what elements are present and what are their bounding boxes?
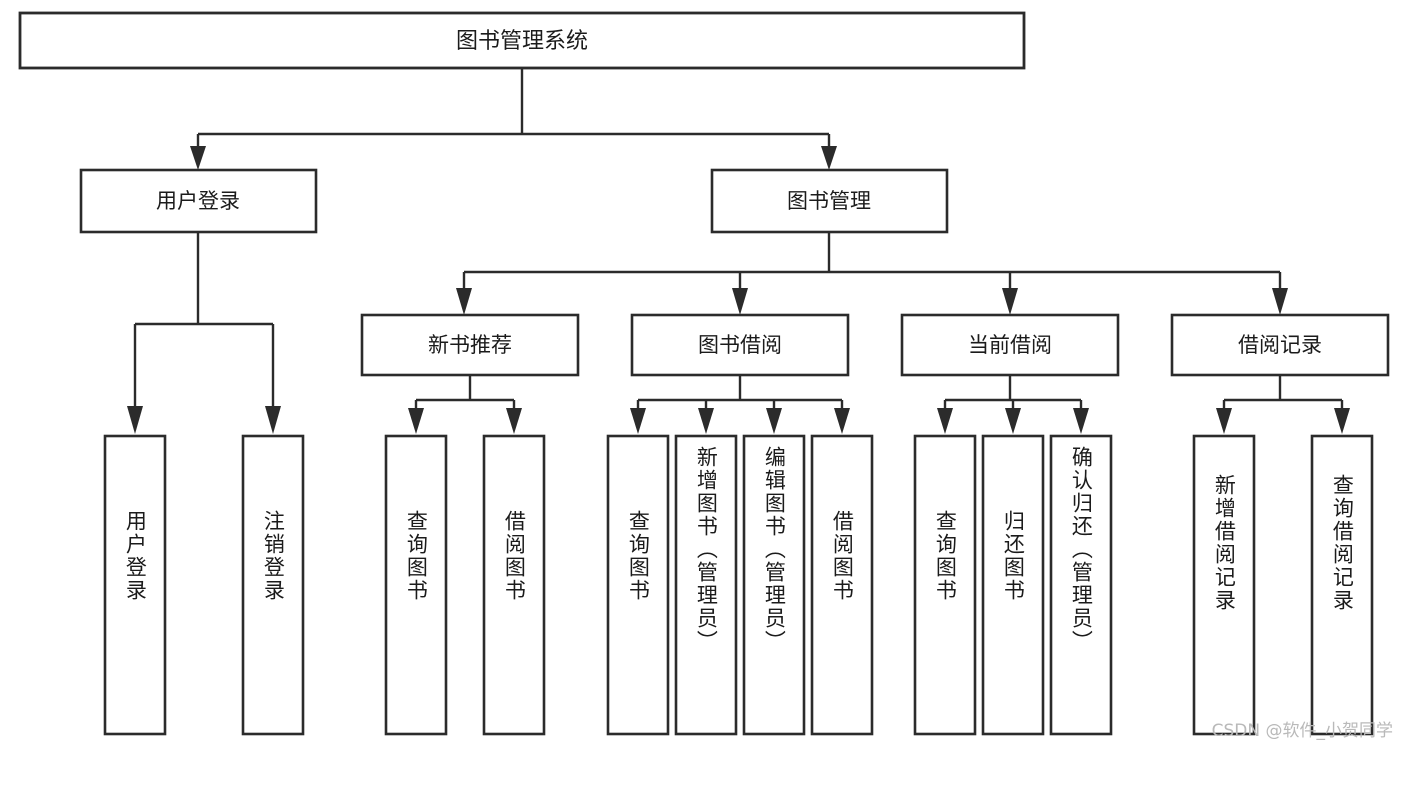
node-root-label: 图书管理系统: [456, 29, 588, 54]
arrow-head-add-book: [698, 408, 714, 434]
node-book-borrow-label: 图书借阅: [698, 333, 782, 357]
node-book-manage[interactable]: 图书管理: [710, 168, 949, 234]
node-book-manage-label: 图书管理: [787, 189, 871, 213]
node-current-borrow-box[interactable]: [900, 313, 1120, 377]
arrow-head-current-borrow: [1002, 288, 1018, 315]
node-borrow-book-1-box[interactable]: [482, 434, 546, 736]
node-borrow-book-2-box[interactable]: [810, 434, 874, 736]
node-add-book-box[interactable]: [674, 434, 738, 736]
functional-structure-diagram: 图书管理系统 用户登录 图书管理 新书推荐 图书借阅 当前借阅 借阅记录: [18, 11, 1393, 741]
node-book-borrow[interactable]: 图书借阅: [630, 313, 850, 377]
arrow-head-book-borrow: [732, 288, 748, 315]
arrow-head-borrow-record: [1272, 288, 1288, 315]
node-borrow-record[interactable]: 借阅记录: [1170, 313, 1390, 377]
arrow-head-user-login-leaf: [127, 406, 143, 434]
arrow-head-query-book-2: [630, 408, 646, 434]
node-current-borrow-label: 当前借阅: [968, 333, 1052, 357]
node-root[interactable]: 图书管理系统: [18, 11, 1026, 70]
arrow-head-query-book-1: [408, 408, 424, 434]
arrow-head-return-book: [1005, 408, 1021, 434]
node-query-book-3-box[interactable]: [913, 434, 977, 736]
node-query-book-2-box[interactable]: [606, 434, 670, 736]
arrow-head-query-book-3: [937, 408, 953, 434]
node-new-book-recommend-box[interactable]: [360, 313, 580, 377]
node-user-login-box[interactable]: [79, 168, 318, 234]
node-current-borrow[interactable]: 当前借阅: [900, 313, 1120, 377]
node-edit-book-box[interactable]: [742, 434, 806, 736]
arrow-head-edit-book: [766, 408, 782, 434]
node-user-login-label: 用户登录: [156, 189, 240, 213]
arrow-head-borrow-book-2: [834, 408, 850, 434]
arrow-head-user-login: [190, 146, 206, 170]
node-borrow-record-label: 借阅记录: [1238, 333, 1322, 357]
node-user-login[interactable]: 用户登录: [79, 168, 318, 234]
arrow-head-user-logout-leaf: [265, 406, 281, 434]
arrow-head-confirm-return: [1073, 408, 1089, 434]
arrow-head-new-book-recommend: [456, 288, 472, 315]
connector-layer: [127, 68, 1350, 434]
diagram-canvas: 图书管理系统 用户登录 图书管理 新书推荐 图书借阅 当前借阅 借阅记录: [18, 11, 1390, 736]
node-new-book-recommend[interactable]: 新书推荐: [360, 313, 580, 377]
node-user-logout-leaf-box[interactable]: [241, 434, 305, 736]
node-root-box[interactable]: [18, 11, 1026, 70]
node-borrow-record-box[interactable]: [1170, 313, 1390, 377]
node-new-book-recommend-label: 新书推荐: [428, 333, 512, 357]
leaf-box-layer: [103, 434, 1374, 736]
arrow-head-query-borrow-record: [1334, 408, 1350, 434]
node-query-book-1-box[interactable]: [384, 434, 448, 736]
node-query-borrow-record-box[interactable]: [1310, 434, 1374, 736]
arrow-head-book-manage: [821, 146, 837, 170]
node-confirm-return-box[interactable]: [1049, 434, 1113, 736]
arrow-head-add-borrow-record: [1216, 408, 1232, 434]
node-book-manage-box[interactable]: [710, 168, 949, 234]
node-return-book-box[interactable]: [981, 434, 1045, 736]
node-book-borrow-box[interactable]: [630, 313, 850, 377]
node-add-borrow-record-box[interactable]: [1192, 434, 1256, 736]
node-user-login-leaf-box[interactable]: [103, 434, 167, 736]
arrow-head-borrow-book-1: [506, 408, 522, 434]
